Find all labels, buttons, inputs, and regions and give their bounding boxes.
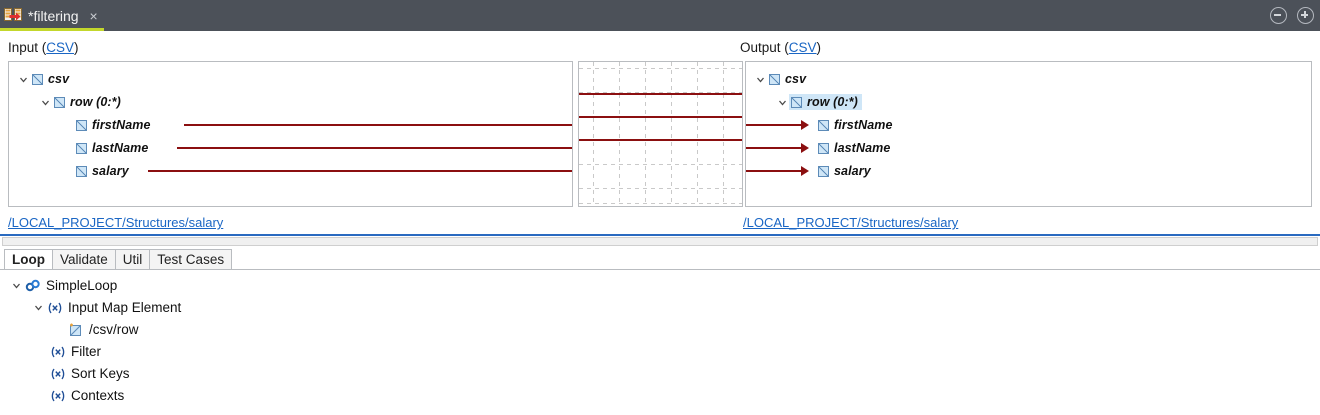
loop-tree-row-simpleloop[interactable]: SimpleLoop [10,275,117,296]
element-icon [54,96,65,108]
output-path-link[interactable]: /LOCAL_PROJECT/Structures/salary [743,215,959,230]
input-format-link[interactable]: CSV [46,40,75,55]
element-icon [76,165,87,177]
tab-validate[interactable]: Validate [52,249,116,270]
connector-arrow-icon [801,143,809,153]
element-icon [32,73,43,85]
grid-background [579,62,742,206]
input-label-suffix: ) [74,40,79,55]
window-buttons [1270,0,1314,31]
maximize-icon[interactable] [1297,7,1314,24]
tab-loop[interactable]: Loop [4,249,53,270]
chevron-down-icon[interactable] [32,301,45,314]
sash-handle[interactable] [2,237,1318,246]
element-icon [818,142,829,154]
output-tree-panel[interactable]: csv row (0:*) firstName lastName [745,61,1312,207]
selected-node[interactable]: row (0:*) [789,94,862,110]
element-ref-icon [68,322,84,338]
input-tree-row-lastname[interactable]: lastName [61,138,148,158]
editor-tab-filtering[interactable]: *filtering × [0,0,108,31]
connector-line[interactable] [177,147,572,149]
input-panel-label: Input (CSV) [8,40,79,55]
output-tree-row-lastname[interactable]: lastName [818,138,890,158]
element-icon [76,142,87,154]
mapping-area: Input (CSV) Output (CSV) csv row (0:*) [0,31,1320,234]
tree-node-label: row (0:*) [807,95,858,109]
output-tree-row-firstname[interactable]: firstName [818,115,893,135]
bottom-tab-bar: Loop Validate Util Test Cases [4,248,233,270]
tree-node-label: row (0:*) [70,95,121,109]
element-icon [76,119,87,131]
loop-tree-row-csv-row[interactable]: /csv/row [68,319,139,340]
chevron-down-icon[interactable] [754,73,767,86]
chevron-down-icon[interactable] [10,279,23,292]
title-bar: *filtering × [0,0,1320,31]
tab-bar-underline [0,269,1320,270]
element-icon [769,73,780,85]
mapping-icon [4,7,22,24]
input-tree-panel[interactable]: csv row (0:*) firstName lastName [8,61,573,207]
output-label-text: Output ( [740,40,789,55]
tree-node-label: salary [834,164,871,178]
chevron-down-icon[interactable] [17,73,30,86]
connector-line[interactable] [746,170,801,172]
output-format-link[interactable]: CSV [788,40,817,55]
variable-icon [50,366,66,382]
tab-test-cases[interactable]: Test Cases [149,249,233,270]
connector-line[interactable] [579,93,742,95]
loop-tree-row-sort-keys[interactable]: Sort Keys [50,363,130,384]
connector-line[interactable] [579,139,742,141]
loop-tree-row-input-map-element[interactable]: Input Map Element [32,297,181,318]
loop-tree-label: Sort Keys [71,366,130,381]
output-tree-row-salary[interactable]: salary [818,161,871,181]
tree-node-label: salary [92,164,129,178]
active-tab-indicator [0,28,104,31]
element-icon [818,119,829,131]
connector-line[interactable] [579,116,742,118]
loop-tree-row-contexts[interactable]: Contexts [50,385,124,406]
output-tree-row-row[interactable]: row (0:*) [776,92,862,112]
close-icon[interactable]: × [89,7,98,24]
input-tree-row-firstname[interactable]: firstName [61,115,151,135]
output-label-suffix: ) [816,40,822,55]
element-icon [818,165,829,177]
chevron-down-icon[interactable] [776,96,789,109]
tree-node-label: csv [785,72,807,86]
output-tree-row-csv[interactable]: csv [754,69,806,89]
variable-icon [50,388,66,404]
input-tree-row-csv[interactable]: csv [17,69,69,89]
connector-line[interactable] [746,124,801,126]
loop-tree-label: Filter [71,344,101,359]
variable-icon [50,344,66,360]
loop-tree-label: SimpleLoop [46,278,118,293]
tab-util[interactable]: Util [114,249,151,270]
chevron-down-icon[interactable] [39,96,52,109]
tree-node-label: lastName [834,141,891,155]
loop-tree-label: /csv/row [89,322,139,337]
connector-arrow-icon [801,166,809,176]
tree-node-label: csv [48,72,70,86]
input-label-text: Input ( [8,40,47,55]
input-tree-row-salary[interactable]: salary [61,161,129,181]
connector-line[interactable] [148,170,572,172]
chain-icon [25,278,41,294]
loop-tree-label: Contexts [71,388,125,403]
tree-node-label: lastName [92,141,149,155]
element-icon [791,96,802,108]
output-panel-label: Output (CSV) [740,40,821,55]
minimize-icon[interactable] [1270,7,1287,24]
loop-tree-row-filter[interactable]: Filter [50,341,101,362]
connector-line[interactable] [184,124,572,126]
editor-tab-label: *filtering [28,7,79,24]
tree-node-label: firstName [834,118,893,132]
variable-icon [47,300,63,316]
connector-arrow-icon [801,120,809,130]
tree-node-label: firstName [92,118,151,132]
input-path-link[interactable]: /LOCAL_PROJECT/Structures/salary [8,215,224,230]
connector-line[interactable] [746,147,801,149]
section-divider [0,234,1320,236]
input-tree-row-row[interactable]: row (0:*) [39,92,121,112]
loop-tree-label: Input Map Element [68,300,182,315]
mapping-grid[interactable] [578,61,743,207]
